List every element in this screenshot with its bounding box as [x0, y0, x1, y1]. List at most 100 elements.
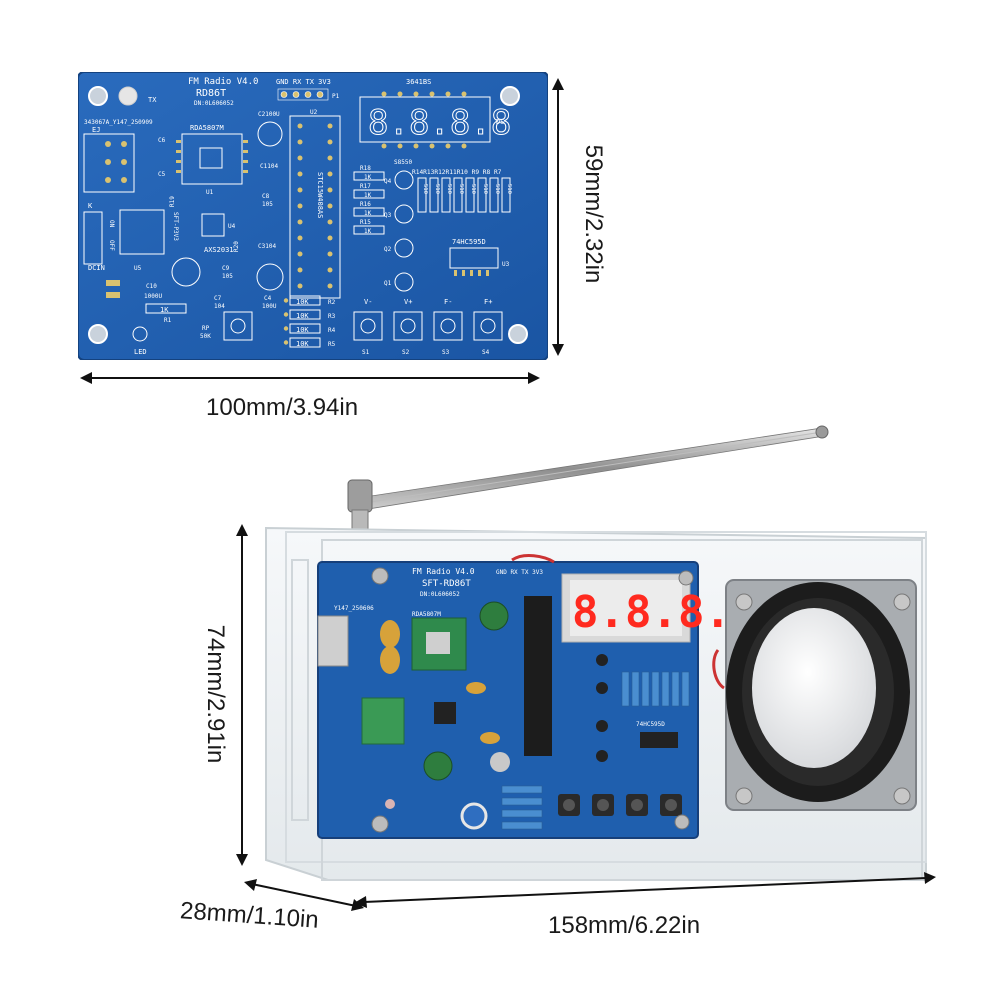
svg-text:K: K [88, 202, 93, 210]
pcb-button-footprint: F+ S4 [473, 298, 503, 356]
svg-text:S1: S1 [362, 349, 370, 356]
svg-text:V-: V- [364, 298, 372, 306]
svg-text:1000U: 1000U [144, 293, 162, 300]
ej-label: EJ [92, 126, 100, 134]
svg-text:C4: C4 [264, 295, 272, 302]
case-depth-arrow [244, 879, 364, 911]
svg-text:U4: U4 [228, 223, 236, 230]
bank-resistor: 510 [489, 177, 500, 213]
case-width-label: 158mm/6.22in [548, 912, 701, 939]
case-width-arrow [354, 872, 936, 908]
svg-text:OFF: OFF [108, 240, 115, 251]
bank-resistor: 510 [477, 177, 488, 213]
svg-text:C5: C5 [158, 171, 166, 178]
svg-text:C8: C8 [262, 193, 270, 200]
svg-text:V+: V+ [404, 298, 412, 306]
svg-text:510: 510 [494, 184, 500, 194]
pcb-button-footprint: V+ S2 [393, 298, 423, 356]
pcb-batch: 343067A_Y147_250909 [84, 119, 153, 126]
svg-text:S2: S2 [402, 349, 410, 356]
svg-text:C6: C6 [158, 137, 166, 144]
svg-text:104: 104 [214, 303, 225, 310]
svg-text:1K: 1K [364, 174, 372, 181]
svg-text:DS: DS [496, 118, 504, 126]
svg-text:C2100U: C2100U [258, 111, 280, 118]
pcb-axs-label: AXS2031 [204, 246, 234, 254]
bank-resistor: 510 [501, 177, 512, 213]
pcb-rda-label: RDA5807M [190, 124, 224, 132]
svg-text:F-: F- [444, 298, 452, 306]
svg-text:Q2: Q2 [384, 246, 392, 253]
bare-pcb-board: FM Radio V4.0 RD86T DN:0L606052 GND RX T… [78, 72, 548, 360]
transistor: Q4 [384, 170, 414, 190]
speaker [511, 554, 917, 811]
svg-text:LED: LED [134, 348, 147, 356]
pcb-height-arrow [552, 78, 564, 356]
svg-text:C9: C9 [222, 265, 230, 272]
pcb-rbank-labels: R14R13R12R11R10 R9 R8 R7 [412, 169, 502, 176]
pcb-button-footprint: V- S1 [353, 298, 383, 356]
svg-text:Q3: Q3 [384, 212, 392, 219]
assembled-radio: FM Radio V4.0 SFT-RD86T DN:0L606052 GND … [265, 425, 927, 881]
svg-text:Q4: Q4 [384, 178, 392, 185]
pcb-width-arrow [80, 372, 540, 384]
svg-text:1K: 1K [364, 192, 372, 199]
svg-text:R16: R16 [360, 201, 371, 208]
pcb-hc595-label: 74HC595D [452, 238, 486, 246]
svg-text:GND RX TX 3V3: GND RX TX 3V3 [496, 569, 543, 576]
svg-text:3641BS: 3641BS [406, 78, 431, 86]
svg-text:105: 105 [262, 201, 273, 208]
svg-text:F+: F+ [484, 298, 492, 306]
transistor: Q3 [384, 204, 414, 224]
svg-text:U2: U2 [310, 109, 318, 116]
pcb-button-footprint: F- S3 [433, 298, 463, 356]
svg-text:R2: R2 [328, 299, 336, 306]
svg-text:8.8.8.8: 8.8.8.8 [368, 103, 511, 143]
svg-text:R5: R5 [328, 341, 336, 348]
svg-text:510: 510 [482, 184, 488, 194]
bank-resistor: 510 [429, 177, 440, 213]
svg-text:510: 510 [446, 184, 452, 194]
svg-text:C7: C7 [214, 295, 222, 302]
case-height-arrow [236, 524, 248, 866]
svg-text:S3: S3 [442, 349, 450, 356]
svg-text:510: 510 [422, 184, 428, 194]
svg-text:S4: S4 [482, 349, 490, 356]
svg-text:10K: 10K [296, 340, 309, 348]
tx-label: TX [148, 96, 157, 104]
svg-text:SFT-P3V3: SFT-P3V3 [172, 212, 179, 241]
case-height-label: 74mm/2.91in [202, 624, 229, 764]
pcb-model: RD86T [196, 88, 226, 99]
svg-text:C3104: C3104 [258, 243, 276, 250]
svg-text:R1: R1 [164, 317, 172, 324]
svg-text:DCIN: DCIN [88, 264, 105, 272]
svg-text:1K: 1K [364, 228, 372, 235]
svg-text:74HC595D: 74HC595D [636, 721, 665, 728]
svg-text:1K: 1K [364, 210, 372, 217]
bank-resistor: 510 [465, 177, 476, 213]
pcb-serial: DN:0L606052 [194, 100, 234, 107]
pull-resistor: 10K R5 [283, 337, 336, 348]
pcb-header-pins: GND RX TX 3V3 [276, 78, 331, 86]
svg-text:Y147_250606: Y147_250606 [334, 605, 374, 612]
svg-text:U1: U1 [206, 189, 214, 196]
bank-resistor: 510 [441, 177, 452, 213]
bank-resistor: 510 [453, 177, 464, 213]
p1-label: P1 [332, 93, 340, 100]
svg-text:S8550: S8550 [394, 159, 412, 166]
transistor: Q1 [384, 272, 414, 292]
svg-text:510: 510 [458, 184, 464, 194]
bank-resistor: 510 [417, 177, 428, 213]
svg-text:U5: U5 [134, 265, 142, 272]
svg-text:RP: RP [202, 325, 210, 332]
pcb-height-label: 59mm/2.32in [580, 144, 607, 284]
svg-text:50K: 50K [200, 333, 211, 340]
svg-text:Q1: Q1 [384, 280, 392, 287]
svg-text:RDA5807M: RDA5807M [412, 611, 441, 618]
